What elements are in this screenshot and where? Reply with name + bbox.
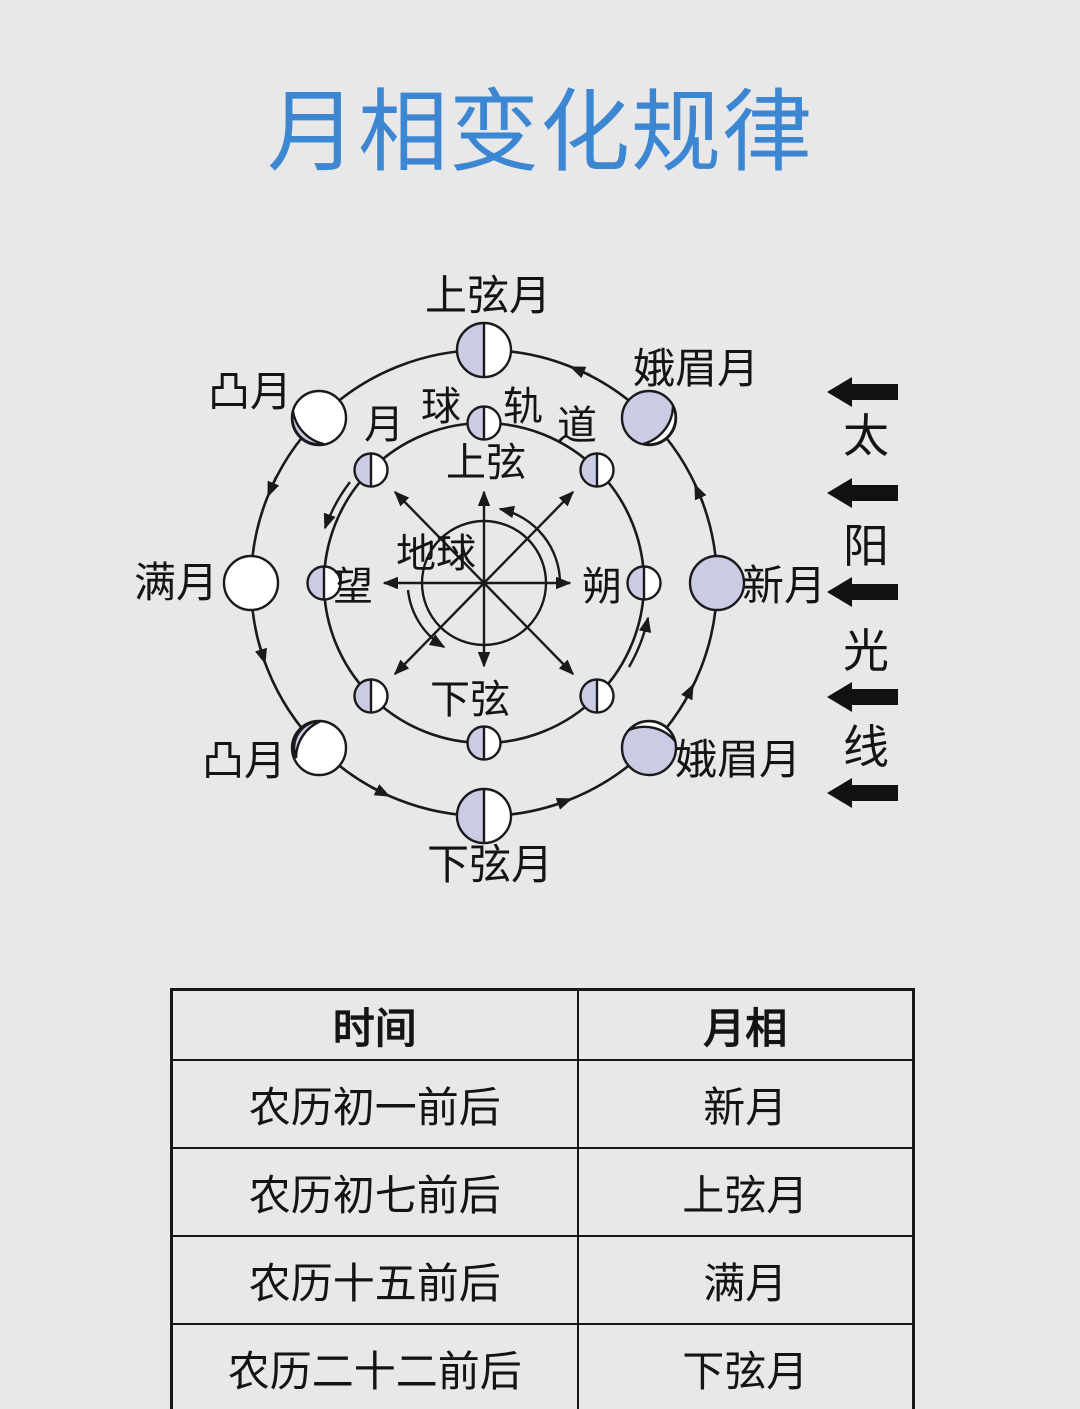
cell-time: 农历十五前后 xyxy=(170,1235,579,1325)
label-new-moon: 新月 xyxy=(742,564,826,610)
label-earth: 地球 xyxy=(396,531,476,576)
earth-rotation-arrows xyxy=(406,505,562,649)
label-first-quarter: 上弦月 xyxy=(425,274,551,320)
sunlight-caption: 太 阳 光 线 xyxy=(843,411,889,773)
moon-crescent-lower-right xyxy=(620,719,678,777)
cell-phase: 新月 xyxy=(576,1059,915,1149)
sun-char-3: 光 xyxy=(843,626,889,677)
inner-moon-shuo-top xyxy=(466,405,502,441)
orbit-char-3: 轨 xyxy=(503,384,543,429)
cell-time: 农历二十二前后 xyxy=(170,1323,579,1409)
label-gibbous-lower: 凸月 xyxy=(202,739,286,785)
label-crescent-lower: 娥眉月 xyxy=(675,738,801,784)
cell-phase: 上弦月 xyxy=(576,1147,915,1237)
sunlight-arrows xyxy=(827,377,898,808)
cell-phase: 下弦月 xyxy=(576,1323,915,1409)
sun-char-1: 太 xyxy=(843,411,889,462)
inner-moon-sw xyxy=(353,678,389,714)
phase-table: 时间 月相 农历初一前后 新月 农历初七前后 上弦月 农历十五前后 满月 农历二… xyxy=(170,988,915,1409)
moon-crescent-upper-right xyxy=(620,389,678,447)
label-crescent-upper: 娥眉月 xyxy=(633,347,759,393)
inner-moon-s xyxy=(466,725,502,761)
label-full-moon-position: 望 xyxy=(333,564,373,609)
inner-moon-se xyxy=(579,678,615,714)
header-phase: 月相 xyxy=(576,988,915,1061)
inner-orbit-direction-arrows xyxy=(323,481,652,668)
orbit-char-4: 道 xyxy=(557,403,597,448)
radial-arrows xyxy=(382,490,575,676)
inner-moon-ne xyxy=(579,452,615,488)
orbit-char-2: 球 xyxy=(421,384,461,429)
moon-full xyxy=(222,554,280,612)
moon-new xyxy=(688,554,746,612)
inner-moon-nw xyxy=(353,452,389,488)
outer-orbit-direction-arrows xyxy=(254,365,707,810)
label-new-moon-position: 朔 xyxy=(582,564,622,609)
label-last-quarter-position: 下弦 xyxy=(430,677,510,722)
cell-time: 农历初七前后 xyxy=(170,1147,579,1237)
sun-ray-arrow xyxy=(827,577,898,607)
moon-gibbous-lower-left xyxy=(290,719,348,777)
sun-ray-arrow xyxy=(827,478,898,508)
outer-moons xyxy=(222,321,746,845)
label-first-quarter-position: 上弦 xyxy=(446,440,526,485)
sun-char-4: 线 xyxy=(843,722,889,773)
inner-moon-e xyxy=(626,565,662,601)
table-row: 农历十五前后 满月 xyxy=(170,1235,915,1325)
moon-phase-diagram: 月 球 轨 道 上弦 朔 下弦 望 地球 上弦月 娥眉月 新月 娥眉月 下弦月 … xyxy=(134,274,898,889)
sun-ray-arrow xyxy=(827,778,898,808)
sun-ray-arrow xyxy=(827,377,898,407)
cell-time: 农历初一前后 xyxy=(170,1059,579,1149)
table-row: 农历初一前后 新月 xyxy=(170,1059,915,1149)
moon-first-quarter xyxy=(455,321,513,379)
cell-phase: 满月 xyxy=(576,1235,915,1325)
label-last-quarter: 下弦月 xyxy=(427,843,553,889)
table-row: 农历初七前后 上弦月 xyxy=(170,1147,915,1237)
sun-ray-arrow xyxy=(827,682,898,712)
orbit-char-1: 月 xyxy=(364,402,404,447)
moon-gibbous-upper-left xyxy=(290,389,348,447)
header-time: 时间 xyxy=(170,988,579,1061)
moon-last-quarter xyxy=(455,787,513,845)
label-full-moon: 满月 xyxy=(134,561,218,607)
page-title: 月相变化规律 xyxy=(267,83,813,183)
label-gibbous-upper: 凸月 xyxy=(208,370,292,416)
moon-orbit-name: 月 球 轨 道 xyxy=(364,384,597,448)
table-header-row: 时间 月相 xyxy=(170,988,915,1061)
table-row: 农历二十二前后 下弦月 xyxy=(170,1323,915,1409)
sun-char-2: 阳 xyxy=(843,521,889,572)
